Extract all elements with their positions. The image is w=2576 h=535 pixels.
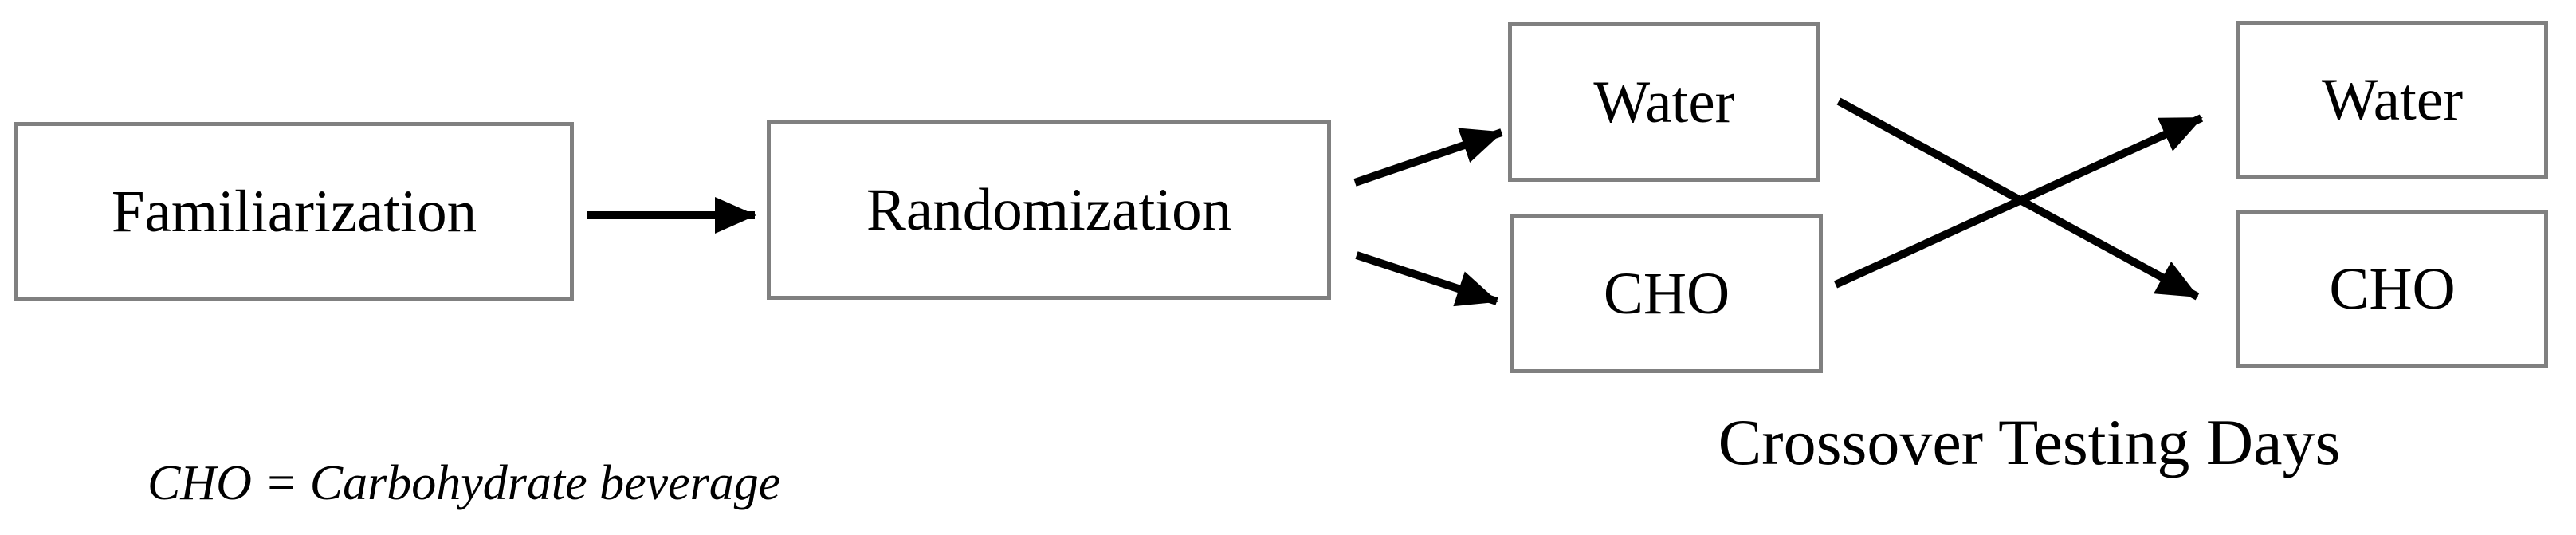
cho-abbreviation-footnote: CHO = Carbohydrate beverage [147, 456, 781, 510]
water-second-box: Water [2236, 21, 2548, 179]
arrow-water-first-to-cho-second [1836, 97, 2200, 301]
arrow-randomization-to-cho-first [1355, 251, 1498, 307]
randomization-box: Randomization [767, 120, 1331, 300]
cho-second-box: CHO [2236, 210, 2548, 368]
arrow-cho-first-to-water-second [1833, 114, 2204, 289]
randomization-label: Randomization [866, 177, 1232, 243]
familiarization-box: Familiarization [14, 122, 574, 301]
cho-second-label: CHO [2329, 256, 2456, 322]
water-first-label: Water [1593, 69, 1735, 136]
familiarization-label: Familiarization [111, 178, 477, 245]
cho-first-box: CHO [1510, 214, 1823, 373]
water-first-box: Water [1508, 22, 1820, 182]
water-second-label: Water [2321, 67, 2464, 133]
cho-first-label: CHO [1603, 260, 1730, 327]
arrow-randomization-to-water-first [1353, 128, 1503, 187]
crossover-testing-days-caption: Crossover Testing Days [1718, 406, 2341, 478]
